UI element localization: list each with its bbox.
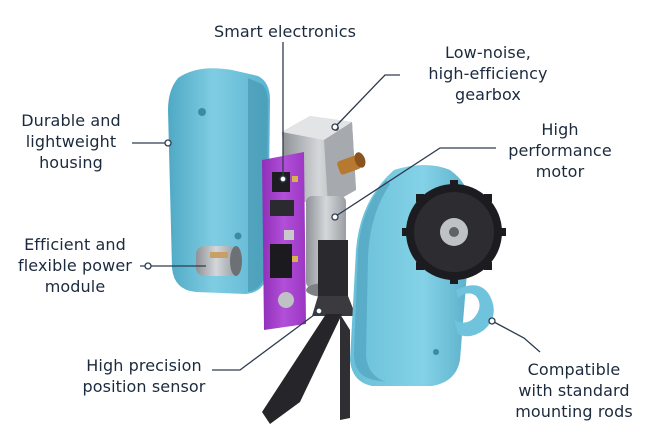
label-smart-electronics: Smart electronics (196, 21, 374, 42)
callout-dot-electronics (279, 175, 287, 183)
label-housing-line2: lightweight (25, 132, 117, 151)
label-motor-line2: performance (508, 141, 612, 160)
callout-dot-mounting (488, 317, 496, 325)
callout-line-motor (335, 147, 496, 217)
label-mounting-line1: Compatible (527, 360, 621, 379)
power-module (196, 246, 242, 276)
label-housing: Durable and lightweight housing (8, 110, 134, 173)
label-motor: High performance motor (498, 119, 622, 182)
callout-line-mounting (493, 321, 541, 353)
label-position-sensor: High precision position sensor (80, 355, 208, 397)
label-gearbox: Low-noise, high-efficiency gearbox (404, 42, 572, 105)
label-mounting-line2: with standard (518, 381, 630, 400)
label-motor-line3: motor (535, 162, 585, 181)
callout-dot-housing (164, 139, 172, 147)
label-mounting: Compatible with standard mounting rods (500, 359, 648, 422)
callout-dot-motor (331, 213, 339, 221)
callout-dot-gearbox (331, 123, 339, 131)
label-mounting-line3: mounting rods (515, 402, 633, 421)
label-gearbox-line1: Low-noise, (445, 43, 531, 62)
callout-line-gearbox (335, 74, 400, 127)
callout-line-sensor (212, 311, 319, 371)
label-sensor-line2: position sensor (82, 377, 206, 396)
label-power-line2: flexible power (18, 256, 132, 275)
label-smart-electronics-line1: Smart electronics (213, 22, 357, 41)
pcb-electronics (262, 152, 306, 330)
gear (402, 180, 506, 284)
mount-stand (262, 240, 356, 424)
label-gearbox-line3: gearbox (454, 85, 521, 104)
label-power-line3: module (44, 277, 106, 296)
label-motor-line1: High (541, 120, 579, 139)
label-sensor-line1: High precision (86, 356, 202, 375)
label-power-line1: Efficient and (24, 235, 126, 254)
label-power-module: Efficient and flexible power module (4, 234, 146, 297)
callout-dot-sensor (315, 307, 323, 315)
label-gearbox-line2: high-efficiency (428, 64, 548, 83)
label-housing-line1: Durable and (21, 111, 121, 130)
callout-dot-power (144, 262, 152, 270)
label-housing-line3: housing (39, 153, 103, 172)
